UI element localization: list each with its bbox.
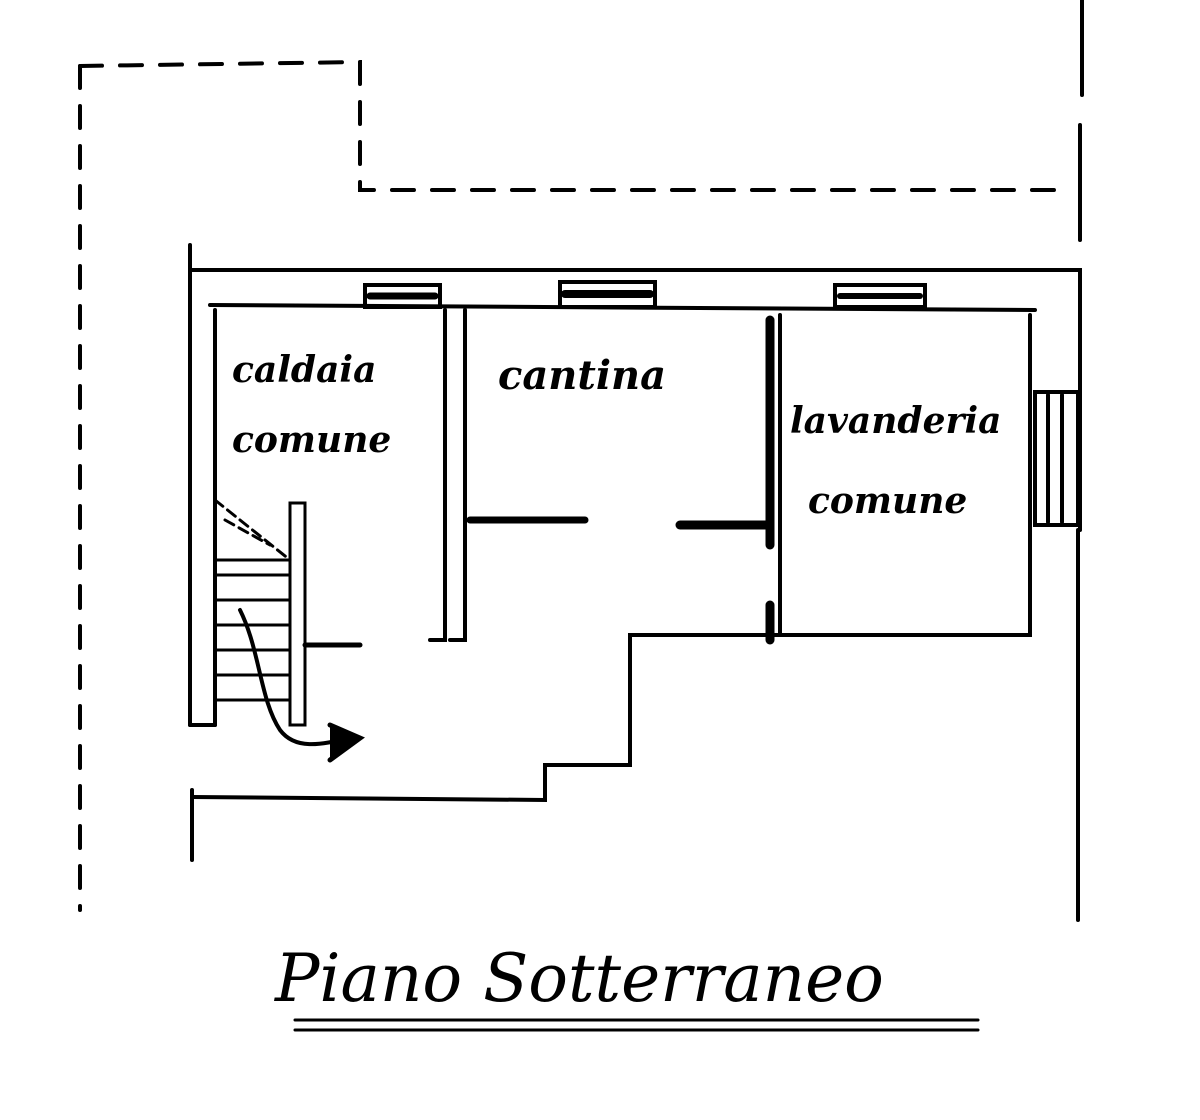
- interior-walls: [190, 308, 1032, 862]
- room-label-cantina: cantina: [498, 352, 667, 399]
- room-label-caldaia: caldaia comune: [232, 349, 392, 461]
- right-boundary: [1076, 0, 1084, 922]
- plan-title: Piano Sotterraneo: [275, 940, 884, 1017]
- title-underline: [293, 1018, 980, 1032]
- room-label-comune: comune: [808, 480, 968, 522]
- windows: [363, 280, 1080, 527]
- property-boundary: [78, 59, 1062, 912]
- stair-arrow-icon: [238, 608, 352, 747]
- room-label-lavanderia: lavanderia: [790, 400, 1002, 442]
- staircase: [213, 498, 365, 763]
